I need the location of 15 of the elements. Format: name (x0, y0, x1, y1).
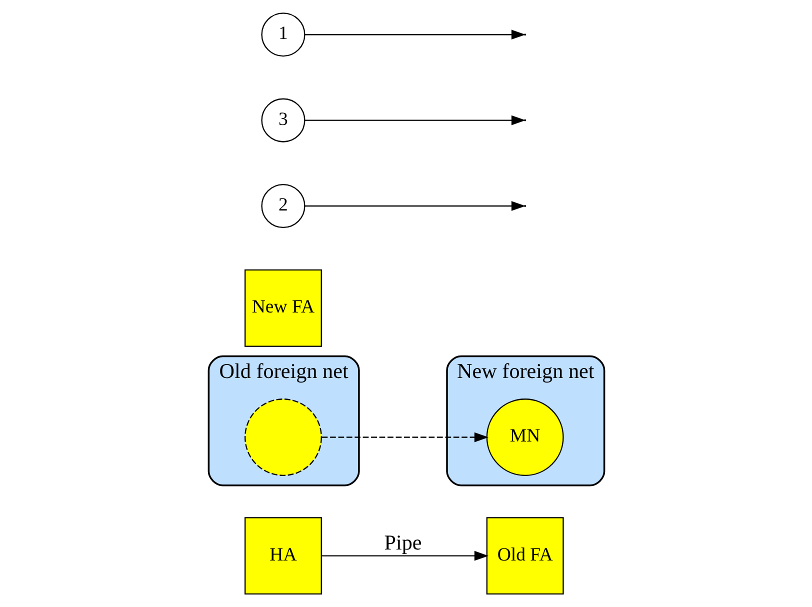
arrow (304, 201, 526, 211)
node-circle: MN (486, 398, 564, 476)
node-box: HA (244, 517, 322, 595)
arrow (304, 115, 526, 126)
edge-label: Pipe (384, 530, 422, 554)
arrow (321, 550, 488, 561)
arrow (304, 30, 526, 40)
node-circle: 2 (260, 184, 305, 228)
node-box: Old FA (486, 517, 564, 595)
node-box: New FA (244, 269, 322, 347)
node-circle: 3 (260, 98, 305, 142)
node-circle (244, 398, 322, 476)
cluster: Old foreign net (207, 355, 360, 486)
arrow (321, 432, 488, 442)
node-circle: 1 (260, 12, 305, 57)
